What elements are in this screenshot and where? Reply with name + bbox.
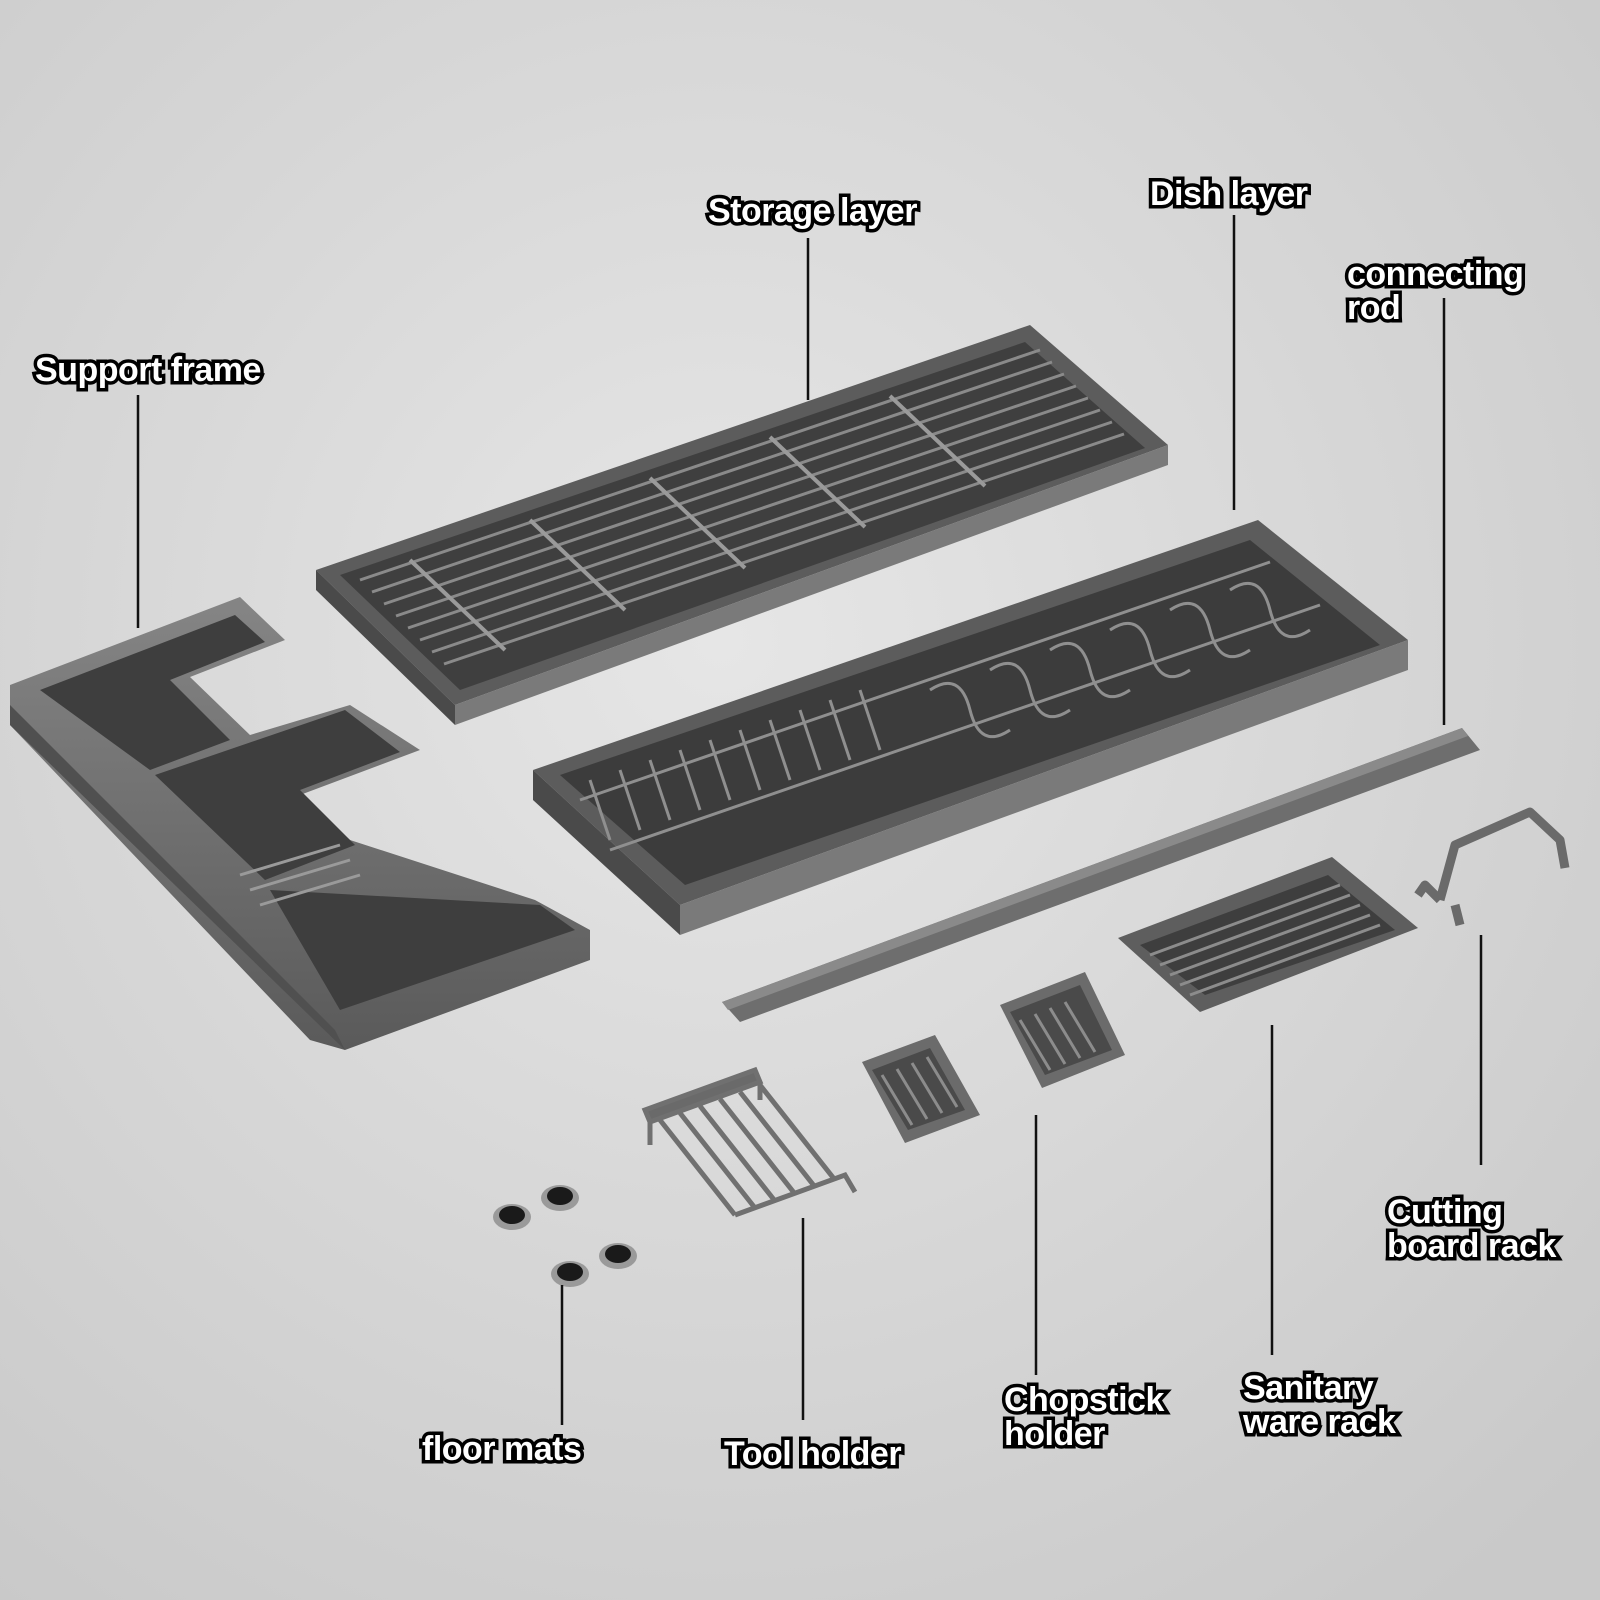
- floor-mat-4: [551, 1261, 589, 1287]
- dish-layer-tray: [533, 520, 1408, 935]
- floor-mat-1: [493, 1204, 531, 1230]
- floor-mat-3: [599, 1243, 637, 1269]
- label-dish-layer: Dish layer: [1147, 174, 1312, 215]
- cutting-board-rack: [1414, 807, 1570, 927]
- chopstick-holder-right: [1000, 972, 1125, 1088]
- tool-holder: [641, 1066, 858, 1218]
- chopstick-holder-left: [862, 1035, 980, 1143]
- leader-lines: [136, 215, 1483, 1425]
- label-sanitary-ware-rack: Sanitary ware rack: [1239, 1368, 1399, 1443]
- label-connecting-rod: connecting rod: [1343, 254, 1527, 329]
- label-support-frame: Support frame: [32, 350, 265, 391]
- label-chopstick-holder: Chopstick holder: [1001, 1380, 1168, 1455]
- label-cutting-board-rack: Cutting board rack: [1384, 1192, 1560, 1267]
- support-frame: [10, 597, 590, 1050]
- floor-mats: [493, 1185, 637, 1287]
- floor-mat-2: [541, 1185, 579, 1211]
- label-storage-layer: Storage layer: [705, 191, 921, 232]
- label-floor-mats: floor mats: [418, 1429, 585, 1470]
- sanitary-ware-rack: [1118, 857, 1418, 1012]
- label-tool-holder: Tool holder: [720, 1434, 905, 1475]
- connecting-rod: [722, 728, 1480, 1022]
- storage-layer-tray: [316, 325, 1168, 725]
